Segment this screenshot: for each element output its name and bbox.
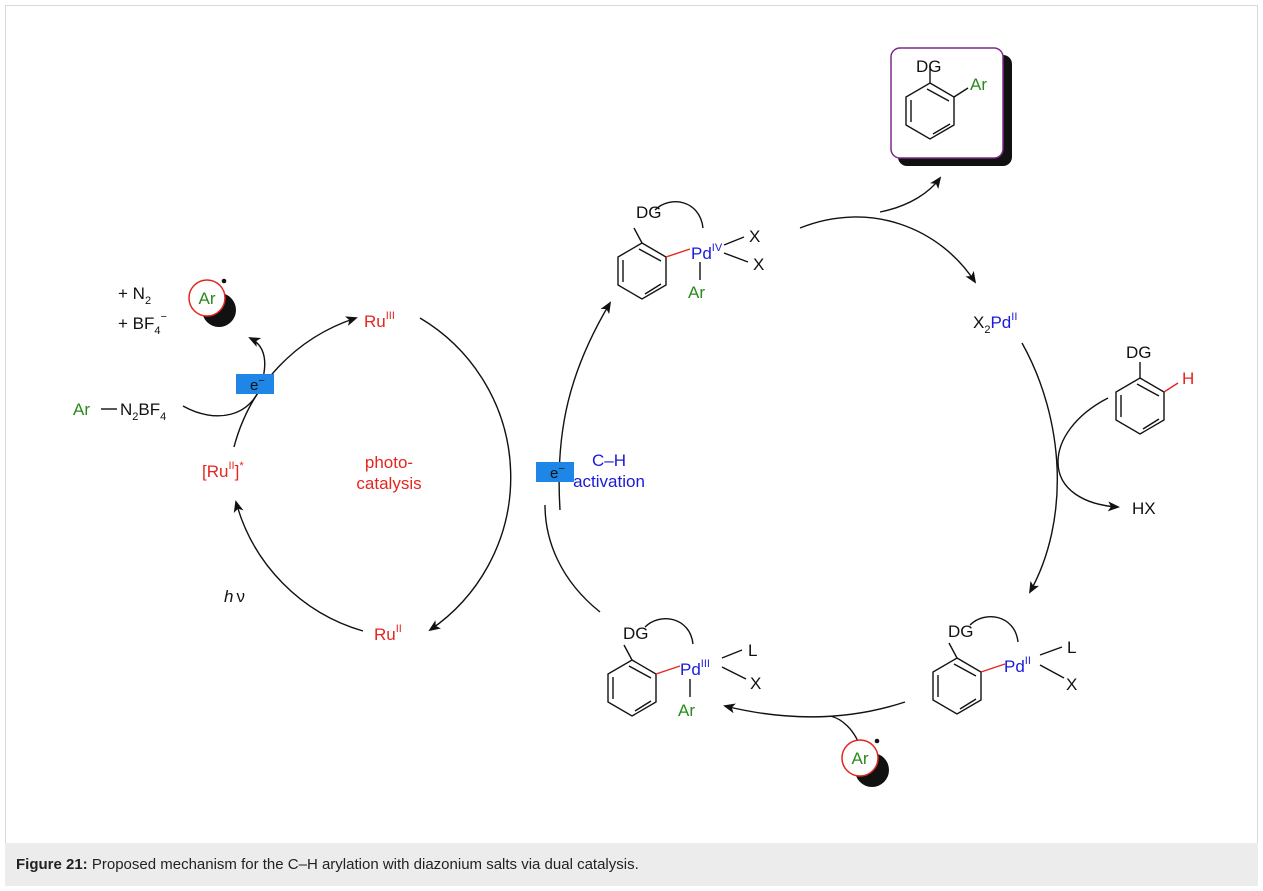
ch-activation-title-2: activation [573,472,645,491]
diazonium-ar: Ar [73,400,90,419]
caption-text: Proposed mechanism for the C–H arylation… [87,856,639,873]
figure-caption: Figure 21: Proposed mechanism for the C–… [5,843,1258,886]
radical-ar-label: Ar [199,289,216,308]
radical-ar-label: Ar [852,749,869,768]
figure-frame [5,5,1258,886]
arrow-product-release [879,176,942,213]
electron-label: e− [250,375,265,394]
product-ar: Ar [970,75,987,94]
pd-iii-ar: Ar [678,701,695,720]
bond [926,88,950,102]
product-box-icon [890,47,1012,166]
pd-ii-dg: DG [948,622,974,641]
byproduct-bf4: + BF4− [118,311,167,337]
pd-ii-l: L [1067,638,1076,657]
radical-icon [188,278,236,327]
pd-iii-x: X [750,674,761,693]
photocatalysis-title-1: photo- [365,453,413,472]
pd-cycle [544,176,1120,753]
pd-iv-label: PdIV [691,242,723,263]
pd-ii-x: X [1066,675,1077,694]
radical-icon [841,738,889,787]
ru-ii-label: RuII [374,623,402,644]
ru-iii-label: RuIII [364,310,395,331]
ru-excited-label: [RuII]* [202,460,244,481]
pd-iv-ar: Ar [688,283,705,302]
pd-iv-dg: DG [636,203,662,222]
product-dg: DG [916,57,942,76]
ch-activation-title-1: C–H [592,451,626,470]
pd-iii-complex [607,618,747,717]
arrow-radical-addition [723,701,906,718]
arrow-ru-star-to-ru-iii [233,316,358,448]
pd-iv-complex [617,201,749,300]
pd-ii-palladacycle [932,616,1065,715]
arrow-pd-ii-to-palladacycle [1021,342,1059,594]
arene-substrate [1115,362,1179,435]
pd-iii-l: L [748,641,757,660]
hx-label: HX [1132,499,1156,518]
arrow-arene-hx [1057,397,1120,512]
arrow-hv-excitation [233,500,364,632]
pd-iii-label: PdIII [680,658,710,679]
electron-icon [236,374,574,482]
arrow-ru-iii-to-ru-ii [419,317,512,632]
pd-iv-x1: X [749,227,760,246]
caption-label: Figure 21: [16,856,88,873]
arrow-pd-iv-to-pd-ii [799,216,977,284]
photocatalysis-cycle [182,316,512,632]
pd-iv-x2: X [753,255,764,274]
arene-dg: DG [1126,343,1152,362]
byproduct-n2: + N2 [118,284,151,307]
electron-label: e− [550,463,565,482]
pd-ii-label: PdII [1004,655,1031,676]
x2-pd-ii-label: X2PdII [973,311,1017,336]
arrow-pd-iii-oxidation [544,504,601,613]
photocatalysis-title-2: catalysis [356,474,421,493]
arene-h: H [1182,369,1194,388]
diazonium-n2bf4: N2BF4 [120,400,166,423]
pd-iii-dg: DG [623,624,649,643]
